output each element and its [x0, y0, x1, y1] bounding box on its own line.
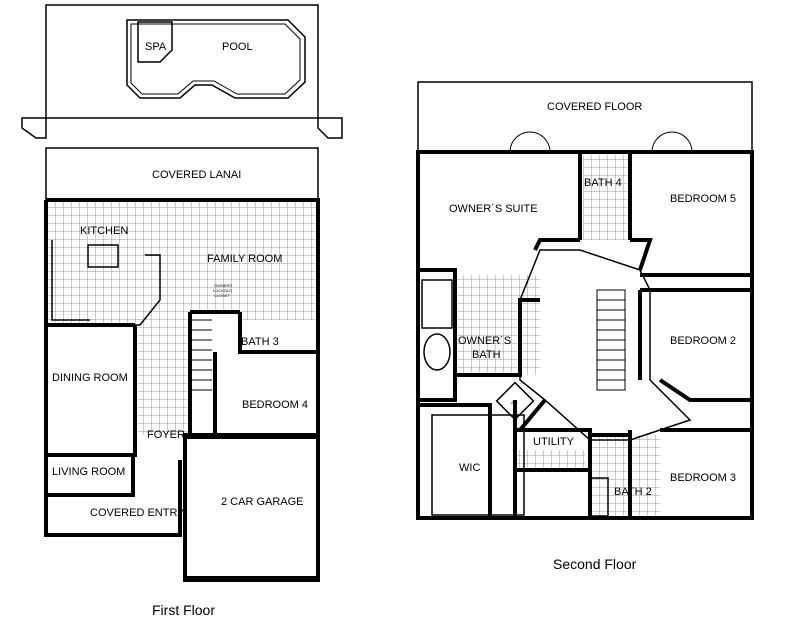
label-ac: A/C	[511, 400, 518, 405]
deck-steps	[21, 117, 343, 139]
label-owners-suite: OWNER´S SUITE	[449, 203, 538, 215]
label-living-room: LIVING ROOM	[52, 466, 125, 478]
ac-unit	[495, 381, 535, 421]
label-bath-2: BATH 2	[614, 486, 652, 498]
shower	[421, 279, 453, 329]
stairs	[192, 319, 212, 391]
pool	[126, 19, 306, 99]
spa	[137, 21, 173, 63]
second-floor-plan: COVERED FLOOR OWNER´S SUITE BATH 4 BEDRO…	[416, 81, 754, 572]
wic-shelving	[431, 414, 525, 516]
label-owners-closet-2: LOCKOUT	[213, 288, 233, 293]
label-bedroom-3: BEDROOM 3	[670, 472, 736, 484]
french-doors	[509, 131, 693, 153]
tub-bath2	[589, 477, 609, 517]
kitchen-counters	[51, 240, 161, 326]
pool-deck	[45, 4, 319, 119]
label-foyer: FOYER	[147, 429, 185, 441]
label-owners-bath-1: OWNER´S	[458, 335, 511, 347]
label-utility: UTILITY	[533, 436, 575, 448]
label-covered-floor: COVERED FLOOR	[547, 101, 642, 113]
garage	[183, 435, 320, 580]
label-bedroom-5: BEDROOM 5	[670, 193, 736, 205]
label-owners-closet-1: OWNERS	[214, 283, 232, 288]
first-floor-caption: First Floor	[152, 602, 215, 618]
label-family-room: FAMILY ROOM	[207, 253, 282, 265]
second-floor-caption: Second Floor	[553, 556, 637, 572]
first-floor-plan: SPA POOL COVERED LANAI KITCHEN FAMILY RO…	[21, 4, 343, 618]
label-spa: SPA	[145, 41, 167, 53]
kitchen-island	[87, 244, 119, 268]
label-owners-closet-3: CLOSET	[214, 293, 231, 298]
tile-floor	[48, 202, 316, 435]
label-bath-3: BATH 3	[241, 336, 279, 348]
stairs	[596, 289, 626, 391]
label-owners-bath-2: BATH	[472, 349, 501, 361]
label-pool: POOL	[222, 41, 253, 53]
label-bedroom-4: BEDROOM 4	[242, 399, 308, 411]
hallway	[519, 249, 692, 441]
label-dining-room: DINING ROOM	[52, 372, 128, 384]
label-garage: 2 CAR GARAGE	[221, 496, 304, 508]
label-wic: WIC	[459, 462, 480, 474]
label-bath-4: BATH 4	[584, 177, 622, 189]
label-kitchen: KITCHEN	[80, 225, 128, 237]
label-covered-entry: COVERED ENTRY	[90, 507, 185, 519]
label-covered-lanai: COVERED LANAI	[152, 169, 241, 181]
second-floor-walls	[416, 150, 754, 520]
tub	[423, 333, 451, 371]
label-bedroom-2: BEDROOM 2	[670, 335, 736, 347]
covered-floor	[417, 81, 753, 153]
